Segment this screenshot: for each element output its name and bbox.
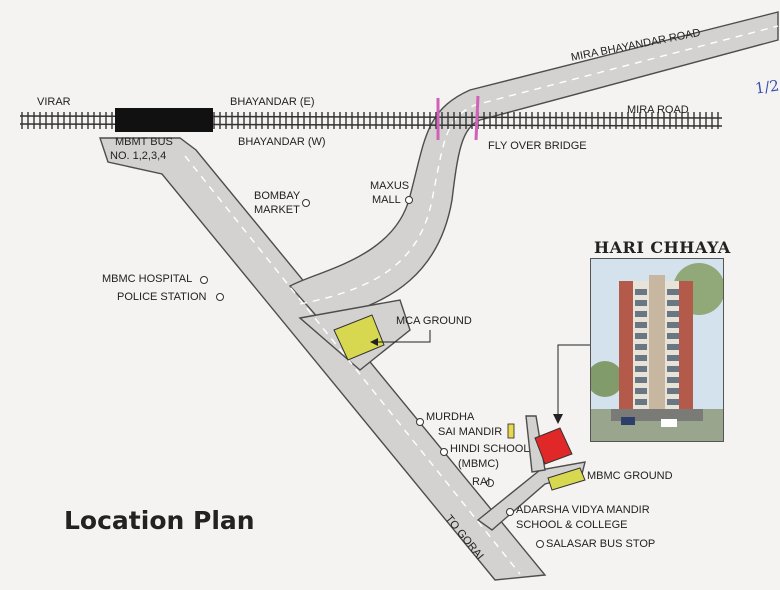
label-adarsha-vidya-mandir: ADARSHA VIDYA MANDIR (516, 504, 650, 516)
building-window (667, 344, 679, 350)
bhayandar-station (115, 108, 213, 132)
salasar-marker (536, 540, 544, 548)
flyover-bridge-right (474, 95, 480, 141)
building-name: HARI CHHAYA (594, 238, 731, 257)
building-window (667, 300, 679, 306)
label-police-station: POLICE STATION (117, 291, 207, 303)
building-window (667, 333, 679, 339)
building-window (667, 289, 679, 295)
label-fly-over-bridge: FLY OVER BRIDGE (488, 140, 587, 152)
sai-mandir-icon (507, 423, 515, 439)
flyover-centerline (299, 25, 779, 305)
main-road (99, 137, 547, 581)
building-window (667, 322, 679, 328)
building-window (667, 355, 679, 361)
mca-ground-arrow-head (370, 338, 378, 346)
site-lane (525, 415, 546, 473)
building-window (635, 311, 647, 317)
label-virar: VIRAR (37, 96, 71, 108)
mca-ground-pointer (374, 330, 431, 343)
building-window (667, 377, 679, 383)
mbmc-ground (547, 467, 586, 491)
map-title: Location Plan (64, 506, 255, 535)
building-window (635, 355, 647, 361)
label-rai: RAI (472, 476, 491, 488)
label-mbmc-hospital: MBMC HOSPITAL (102, 273, 193, 285)
label-sai-mandir: SAI MANDIR (438, 426, 503, 438)
label-hindi-school: HINDI SCHOOL (450, 443, 530, 455)
building-window (635, 333, 647, 339)
building-window (635, 322, 647, 328)
label-murdha: MURDHA (426, 411, 475, 423)
building-window (635, 344, 647, 350)
building-window (667, 388, 679, 394)
handwritten-page-mark: 1/2 (753, 76, 780, 98)
label-mbmc-paren: (MBMC) (458, 458, 499, 470)
maxus-mall-marker (405, 196, 413, 204)
site-pointer (557, 344, 590, 418)
label-mbmt-bus-numbers: NO. 1,2,3,4 (110, 150, 167, 162)
building-window (635, 399, 647, 405)
site-arrow-head (553, 414, 563, 424)
label-salasar-bus-stop: SALASAR BUS STOP (546, 538, 656, 550)
label-bhayandar-east: BHAYANDAR (E) (230, 96, 315, 108)
police-station-marker (216, 293, 224, 301)
label-bhayandar-west: BHAYANDAR (W) (238, 136, 326, 148)
mbmc-hospital-marker (200, 276, 208, 284)
adarsha-marker (506, 508, 514, 516)
building-window (667, 399, 679, 405)
building-window (667, 311, 679, 317)
hindi-school-marker (440, 448, 448, 456)
building-window (635, 300, 647, 306)
building-window (667, 366, 679, 372)
building-window (635, 289, 647, 295)
murdha-marker (416, 418, 424, 426)
bombay-market-marker (302, 199, 310, 207)
building-illustration (591, 259, 723, 441)
label-mall: MALL (372, 194, 401, 206)
label-mca-ground: MCA GROUND (396, 315, 472, 327)
hari-chhaya-site (534, 427, 573, 465)
label-maxus: MAXUS (370, 180, 410, 192)
main-road-centerline (184, 155, 521, 575)
label-school-college: SCHOOL & COLLEGE (516, 519, 628, 531)
building-window (635, 388, 647, 394)
rai-marker (486, 479, 494, 487)
mca-ground (333, 314, 385, 361)
building-window (635, 377, 647, 383)
label-market: MARKET (254, 204, 300, 216)
building-window (635, 366, 647, 372)
building-photo (590, 258, 724, 442)
label-mbmt-bus: MBMT BUS (115, 136, 173, 148)
label-mira-road: MIRA ROAD (627, 104, 689, 116)
label-bombay: BOMBAY (254, 190, 301, 202)
label-mbmc-ground: MBMC GROUND (587, 470, 673, 482)
